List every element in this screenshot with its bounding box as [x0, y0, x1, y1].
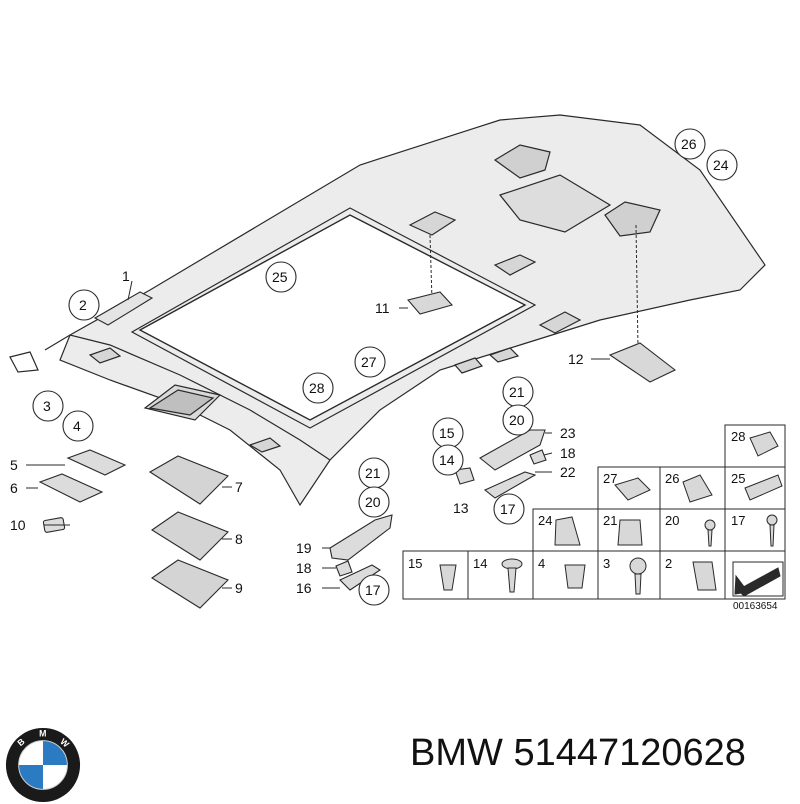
callout-21a: 21	[365, 465, 381, 481]
callout-14: 14	[439, 452, 455, 468]
grid-label-3: 3	[603, 556, 610, 571]
brand-name: BMW	[410, 732, 503, 774]
grid-label-25: 25	[731, 471, 745, 486]
bmw-logo-icon: B M W	[5, 727, 81, 803]
callout-23: 23	[560, 425, 576, 441]
callout-17b: 17	[500, 501, 516, 517]
left-small-parts	[38, 449, 127, 533]
grid-label-14: 14	[473, 556, 487, 571]
callout-3: 3	[43, 398, 51, 414]
drawing-number: 00163654	[733, 601, 778, 612]
callout-18b: 18	[560, 445, 576, 461]
callout-18a: 18	[296, 560, 312, 576]
roof-trim-strip	[93, 291, 154, 326]
grid-label-2: 2	[665, 556, 672, 571]
grid-label-28: 28	[731, 429, 745, 444]
grid-labels: 28 27 26 25 24 21 20 17 15 14 4 3 2	[408, 429, 745, 571]
part-number: 51447120628	[513, 732, 746, 774]
callout-2: 2	[79, 297, 87, 313]
callout-25: 25	[272, 269, 288, 285]
callout-16: 16	[296, 580, 312, 596]
callout-26: 26	[681, 136, 697, 152]
callout-9: 9	[235, 580, 243, 596]
callout-6: 6	[10, 480, 18, 496]
callout-5: 5	[10, 457, 18, 473]
callout-1: 1	[122, 268, 130, 284]
grid-label-21: 21	[603, 513, 617, 528]
callout-19: 19	[296, 540, 312, 556]
part-12-rear-lamp	[608, 342, 677, 383]
grid-label-4: 4	[538, 556, 545, 571]
leader-lines	[429, 224, 639, 349]
grid-label-26: 26	[665, 471, 679, 486]
callout-22: 22	[560, 464, 576, 480]
direction-arrow	[732, 561, 784, 597]
callout-10: 10	[10, 517, 26, 533]
callout-20b: 20	[509, 412, 525, 428]
grab-handles	[329, 429, 547, 591]
callout-15: 15	[439, 425, 455, 441]
fastener-parts	[439, 431, 783, 595]
part-11-reading-lamp	[407, 291, 454, 315]
callout-11: 11	[375, 300, 390, 316]
callout-leaders	[26, 280, 610, 589]
callout-labels: 1 2 3 4 5 6 10 7 8 9 25 27 28 11 12 26 2…	[10, 136, 729, 598]
brand-part-number: BMW 51447120628	[410, 732, 746, 775]
callout-28: 28	[309, 380, 325, 396]
callout-8: 8	[235, 531, 243, 547]
callouts	[32, 128, 738, 606]
callout-13: 13	[453, 500, 469, 516]
callout-17a: 17	[365, 582, 381, 598]
grid-label-17: 17	[731, 513, 745, 528]
callout-4: 4	[73, 418, 81, 434]
grid-label-24: 24	[538, 513, 552, 528]
callout-20a: 20	[365, 494, 381, 510]
sunshade-covers	[148, 455, 229, 609]
callout-7: 7	[235, 479, 243, 495]
svg-text:B: B	[15, 736, 26, 748]
grid-label-20: 20	[665, 513, 679, 528]
grid-label-27: 27	[603, 471, 617, 486]
callout-21b: 21	[509, 384, 525, 400]
callout-12: 12	[568, 351, 584, 367]
svg-text:M: M	[39, 729, 46, 739]
callout-27: 27	[361, 354, 377, 370]
headliner-panel	[9, 114, 766, 507]
callout-24: 24	[713, 157, 729, 173]
grid-label-15: 15	[408, 556, 422, 571]
